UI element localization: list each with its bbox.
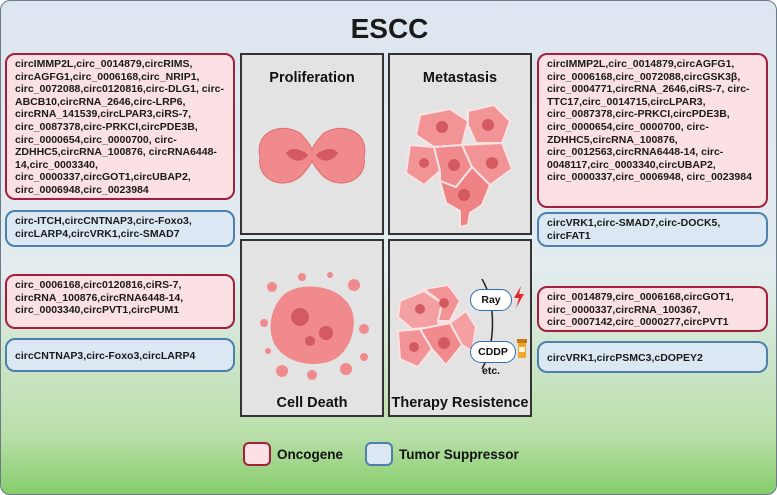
panel-therapy-resistance: Ray CDDP etc. Therapy Resistence bbox=[388, 239, 532, 417]
panel-proliferation: Proliferation bbox=[240, 53, 384, 235]
left-death-oncogene-box: circ_0006168,circ0120816,ciRS-7, circRNA… bbox=[5, 274, 235, 329]
right-therapy-suppressor-text: circVRK1,circPSMC3,cDOPEY2 bbox=[547, 352, 703, 364]
cddp-label: CDDP bbox=[470, 341, 516, 363]
left-suppressor-box: circ-ITCH,circCNTNAP3,circ-Foxo3, circLA… bbox=[5, 210, 235, 247]
lightning-icon bbox=[514, 286, 524, 308]
panel-cell-death-title: Cell Death bbox=[276, 395, 348, 411]
left-death-suppressor-text: circCNTNAP3,circ-Foxo3,circLARP4 bbox=[15, 350, 196, 362]
ray-label: Ray bbox=[470, 289, 512, 311]
etc-label: etc. bbox=[482, 365, 501, 377]
legend-oncogene-label: Oncogene bbox=[277, 447, 344, 462]
metastasis-cells-illustration bbox=[404, 103, 514, 229]
right-therapy-oncogene-box: circ_0014879,circ_0006168,circGOT1, circ… bbox=[537, 286, 768, 332]
right-suppressor-text: circVRK1,circ-SMAD7,circ-DOCK5, circFAT1 bbox=[547, 217, 721, 242]
left-death-suppressor-box: circCNTNAP3,circ-Foxo3,circLARP4 bbox=[5, 338, 235, 372]
tumor-cluster-illustration bbox=[396, 278, 494, 370]
left-suppressor-text: circ-ITCH,circCNTNAP3,circ-Foxo3, circLA… bbox=[15, 215, 192, 240]
legend-oncogene-swatch bbox=[243, 442, 271, 466]
left-oncogene-text: circIMMP2L,circ_0014879,circRIMS, circAG… bbox=[15, 58, 224, 196]
right-suppressor-box: circVRK1,circ-SMAD7,circ-DOCK5, circFAT1 bbox=[537, 212, 768, 247]
panel-metastasis: Metastasis bbox=[388, 53, 532, 235]
dividing-cell-illustration bbox=[258, 127, 366, 184]
right-therapy-suppressor-box: circVRK1,circPSMC3,cDOPEY2 bbox=[537, 341, 768, 373]
left-death-oncogene-text: circ_0006168,circ0120816,ciRS-7, circRNA… bbox=[15, 279, 184, 317]
pill-bottle-icon bbox=[517, 339, 527, 358]
legend-suppressor-label: Tumor Suppressor bbox=[399, 447, 519, 462]
right-therapy-oncogene-text: circ_0014879,circ_0006168,circGOT1, circ… bbox=[547, 291, 734, 329]
panel-therapy-title: Therapy Resistence bbox=[391, 395, 529, 411]
panel-metastasis-title: Metastasis bbox=[422, 70, 498, 86]
right-oncogene-box: circIMMP2L,circ_0014879,circAGFG1, circ_… bbox=[537, 53, 768, 208]
right-oncogene-text: circIMMP2L,circ_0014879,circAGFG1, circ_… bbox=[547, 58, 752, 184]
panel-cell-death: Cell Death bbox=[240, 239, 384, 417]
left-oncogene-box: circIMMP2L,circ_0014879,circRIMS, circAG… bbox=[5, 53, 235, 200]
cell-death-illustration bbox=[260, 272, 369, 380]
panel-proliferation-title: Proliferation bbox=[269, 70, 355, 86]
diagram-title: ESCC bbox=[350, 13, 429, 44]
legend-suppressor-swatch bbox=[365, 442, 393, 466]
